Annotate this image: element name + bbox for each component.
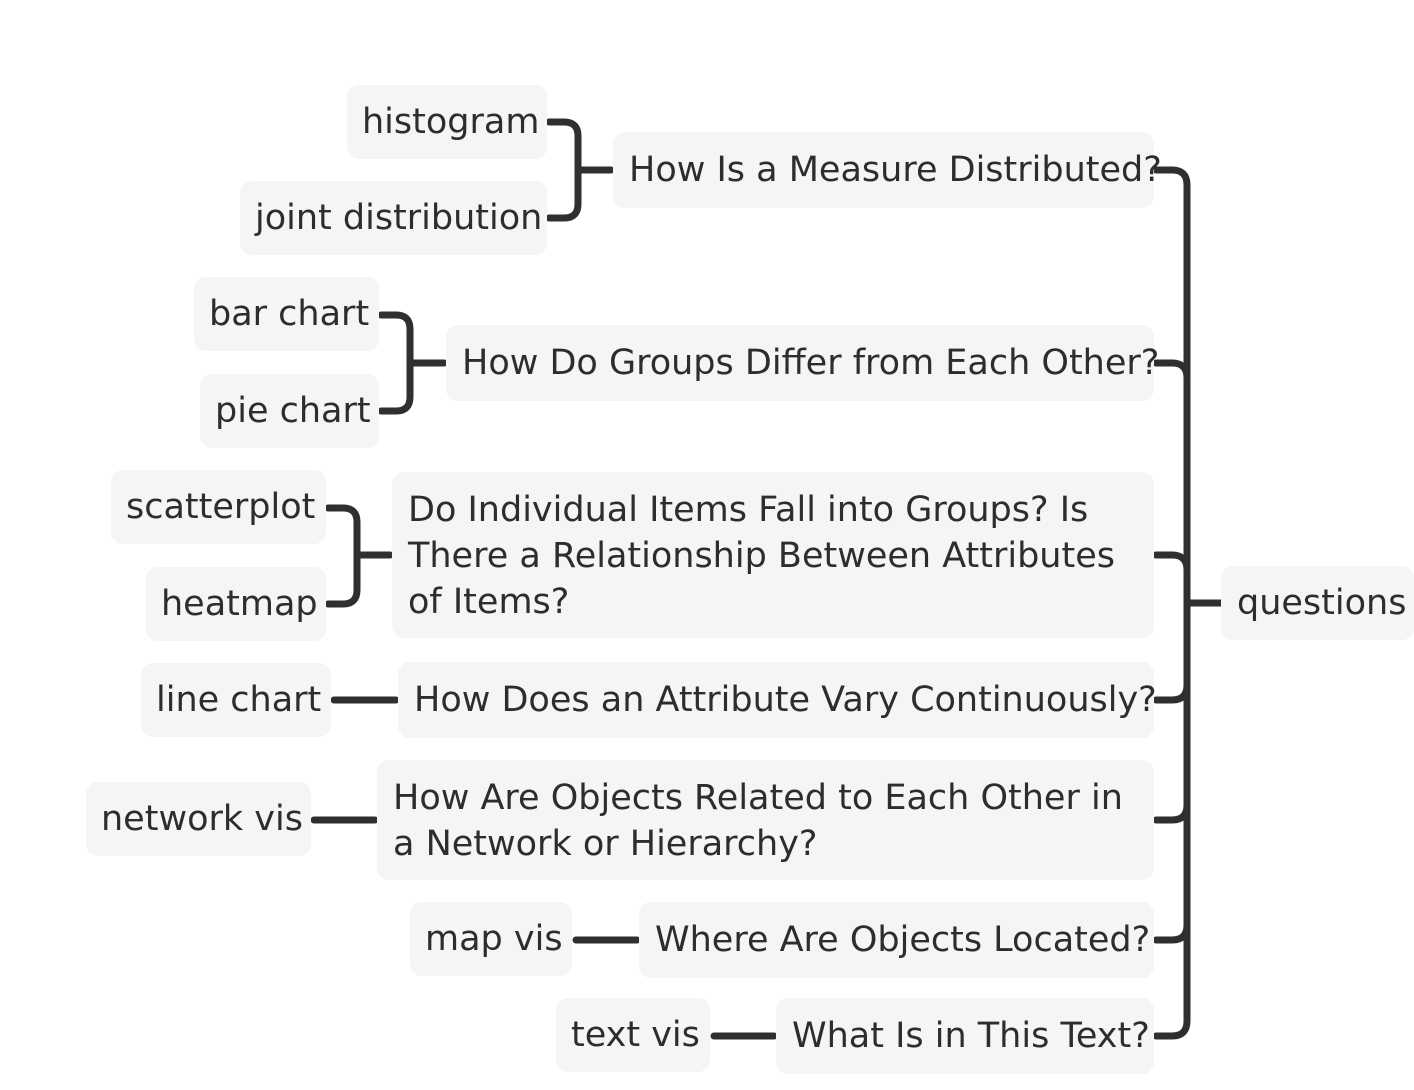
spine-to-q3	[1152, 551, 1191, 574]
leaf-label: map vis	[425, 919, 563, 959]
leaf-node-text-vis[interactable]: text vis	[556, 998, 710, 1072]
leaf-label: scatterplot	[126, 487, 316, 527]
question-node[interactable]: How Does an Attribute Vary Continuously?	[398, 662, 1157, 738]
leaf-label: pie chart	[215, 391, 371, 431]
spine-to-q2	[1152, 359, 1191, 382]
leaf-node-joint-distribution[interactable]: joint distribution	[240, 181, 547, 255]
question-label: How Does an Attribute Vary Continuously?	[414, 680, 1157, 720]
q1-bracket	[545, 118, 582, 222]
spine-to-q4	[1152, 681, 1191, 704]
leaf-node-network-vis[interactable]: network vis	[86, 782, 311, 856]
q3-bracket	[324, 504, 361, 608]
root-node[interactable]: questions	[1221, 566, 1414, 640]
question-label: What Is in This Text?	[792, 1016, 1150, 1056]
leaf-node-histogram[interactable]: histogram	[347, 85, 547, 159]
question-label: Where Are Objects Located?	[655, 920, 1151, 960]
question-label: How Are Objects Related to Each Other in…	[393, 778, 1123, 864]
leaf-node-line-chart[interactable]: line chart	[141, 663, 331, 737]
leaf-node-bar-chart[interactable]: bar chart	[194, 277, 379, 351]
question-node[interactable]: How Is a Measure Distributed?	[613, 132, 1162, 208]
leaf-label: bar chart	[209, 294, 370, 334]
question-node[interactable]: Where Are Objects Located?	[639, 902, 1154, 978]
question-node[interactable]: What Is in This Text?	[776, 998, 1154, 1074]
leaf-node-map-vis[interactable]: map vis	[410, 902, 572, 976]
q2-bracket	[377, 311, 414, 415]
leaf-label: network vis	[101, 799, 303, 839]
root-label: questions	[1237, 583, 1407, 623]
question-node[interactable]: How Do Groups Differ from Each Other?	[446, 325, 1159, 401]
spine-to-q6	[1152, 921, 1191, 944]
spine-to-q5	[1152, 801, 1191, 824]
leaf-node-scatterplot[interactable]: scatterplot	[111, 470, 326, 544]
leaf-node-pie-chart[interactable]: pie chart	[200, 374, 379, 448]
leaf-label: histogram	[362, 102, 540, 142]
question-node[interactable]: How Are Objects Related to Each Other in…	[377, 760, 1154, 880]
question-label: How Do Groups Differ from Each Other?	[462, 343, 1160, 383]
leaf-node-heatmap[interactable]: heatmap	[146, 567, 326, 641]
leaf-label: heatmap	[161, 584, 318, 624]
question-label: How Is a Measure Distributed?	[629, 150, 1162, 190]
question-label: Do Individual Items Fall into Groups? Is…	[408, 490, 1115, 622]
leaf-label: text vis	[571, 1015, 700, 1055]
leaf-label: joint distribution	[255, 198, 543, 238]
spine-to-q1	[1152, 166, 1191, 189]
leaf-label: line chart	[156, 680, 322, 720]
question-node[interactable]: Do Individual Items Fall into Groups? Is…	[392, 472, 1154, 638]
spine-to-q7	[1152, 1017, 1191, 1040]
